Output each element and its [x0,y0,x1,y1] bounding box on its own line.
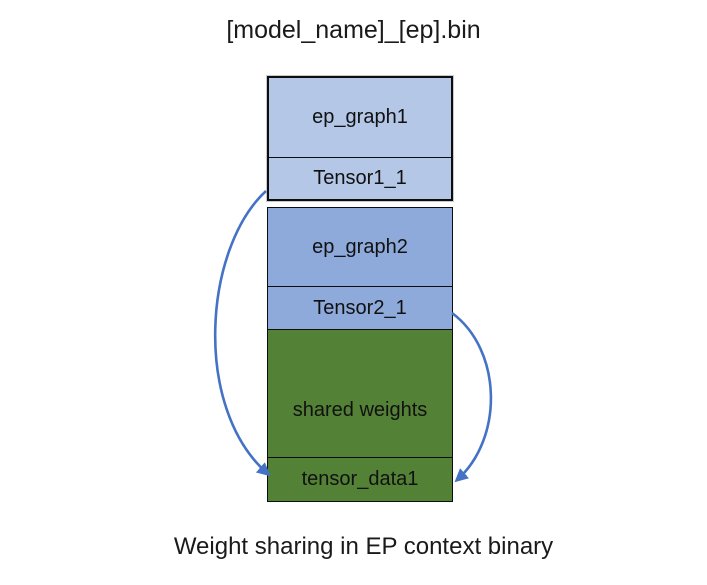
segment-tensor-data1-label: tensor_data1 [301,468,419,490]
segment-ep-graph1: ep_graph1 [269,78,451,158]
segment-shared-weights: shared weights [268,330,452,458]
right-weight-sharing-arrow [451,311,493,483]
segment-tensor2-1-label: Tensor2_1 [313,296,407,319]
segment-ep-graph2: ep_graph2 [268,208,452,287]
block-ep-context-2: ep_graph2 Tensor2_1 [267,207,453,330]
block-shared-weights: shared weights tensor_data1 [267,330,453,502]
left-weight-sharing-arrow [213,190,271,477]
block-ep-context-1: ep_graph1 Tensor1_1 [266,75,454,202]
segment-tensor1-1: Tensor1_1 [269,158,451,199]
segment-tensor2-1: Tensor2_1 [268,287,452,329]
segment-ep-graph2-label: ep_graph2 [312,235,408,258]
diagram-caption: Weight sharing in EP context binary [173,533,554,560]
segment-ep-graph1-label: ep_graph1 [312,106,408,128]
segment-tensor-data1: tensor_data1 [268,458,452,501]
file-name-title: [model_name]_[ep].bin [226,16,481,44]
segment-tensor1-1-label: Tensor1_1 [313,167,407,189]
segment-shared-weights-label: shared weights [292,399,428,421]
